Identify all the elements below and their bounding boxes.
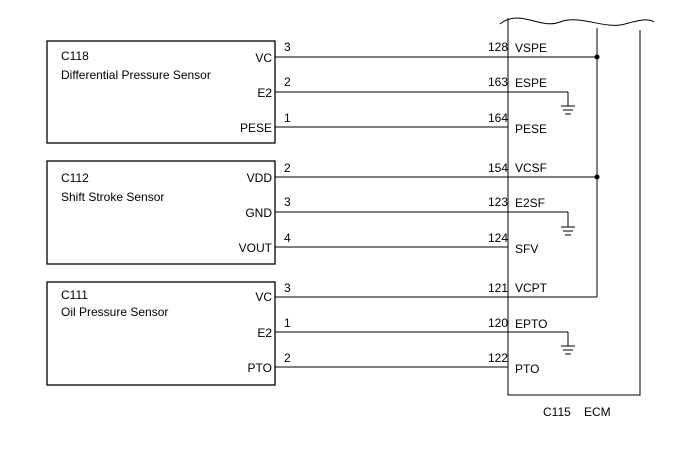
sensor-code: C111 — [61, 288, 88, 302]
junction-dot — [594, 54, 600, 60]
sensor-pin-number: 2 — [284, 75, 291, 89]
sensor-pin-label: VDD — [247, 171, 273, 185]
ecm-pin-label: PESE — [515, 122, 547, 136]
ecm-pin-label: VCPT — [515, 281, 548, 295]
wires — [275, 56, 597, 368]
ecm-outline — [499, 17, 655, 396]
ecm-pin-label: VCSF — [515, 161, 547, 175]
sensor-pin-label: PTO — [248, 361, 272, 375]
ecm-pin-label: SFV — [515, 242, 538, 256]
sensor-pin-label: E2 — [257, 326, 272, 340]
sensor-pin-label: E2 — [257, 86, 272, 100]
sensor-box-c111 — [46, 281, 276, 386]
sensor-box-c112 — [46, 160, 276, 265]
ecm-pin-label: EPTO — [515, 317, 547, 331]
ecm-pin-number: 163 — [488, 75, 508, 89]
ecm-pin-label: VSPE — [515, 41, 547, 55]
ecm-code: C115 — [543, 405, 571, 419]
ecm-pin-number: 164 — [488, 111, 508, 125]
sensor-pin-number: 3 — [284, 195, 291, 209]
ground-icon — [561, 212, 575, 236]
sensor-pin-label: VOUT — [239, 241, 273, 255]
sensor-pin-number: 2 — [284, 351, 291, 365]
ecm-pin-number: 128 — [488, 40, 508, 54]
ecm-pin-label: E2SF — [515, 196, 545, 210]
ecm-pin-number: 124 — [488, 231, 508, 245]
sensor-pin-label: VC — [255, 290, 272, 304]
ecm-pin-number: 123 — [488, 195, 508, 209]
ground-icon — [561, 92, 575, 115]
sensor-pin-label: PESE — [240, 121, 272, 135]
sensor-pin-label: VC — [255, 51, 272, 65]
ecm-pin-number: 121 — [488, 281, 508, 295]
ground-icon — [561, 332, 575, 355]
sensor-code: C112 — [61, 171, 89, 185]
ecm-pin-label: ESPE — [515, 76, 547, 90]
ecm-pin-number: 154 — [488, 161, 508, 175]
ecm-pin-label: PTO — [515, 362, 539, 376]
sensor-pin-number: 4 — [284, 231, 291, 245]
sensor-pin-number: 1 — [284, 111, 291, 125]
sensor-pin-number: 1 — [284, 316, 291, 330]
ecm-pin-number: 122 — [488, 351, 508, 365]
ecm-pin-number: 120 — [488, 316, 508, 330]
sensor-pin-number: 3 — [284, 281, 291, 295]
sensor-pin-number: 3 — [284, 40, 291, 54]
sensor-name: Differential Pressure Sensor — [61, 68, 211, 82]
sensor-pin-label: GND — [245, 206, 272, 220]
junction-dot — [594, 174, 600, 180]
sensor-pin-number: 2 — [284, 161, 291, 175]
sensor-name: Oil Pressure Sensor — [61, 305, 168, 319]
sensor-code-name: Shift Stroke Sensor — [61, 190, 164, 204]
sensor-code: C118 — [61, 49, 89, 63]
sensor-box-c118 — [46, 40, 276, 144]
ecm-name: ECM — [584, 405, 611, 419]
